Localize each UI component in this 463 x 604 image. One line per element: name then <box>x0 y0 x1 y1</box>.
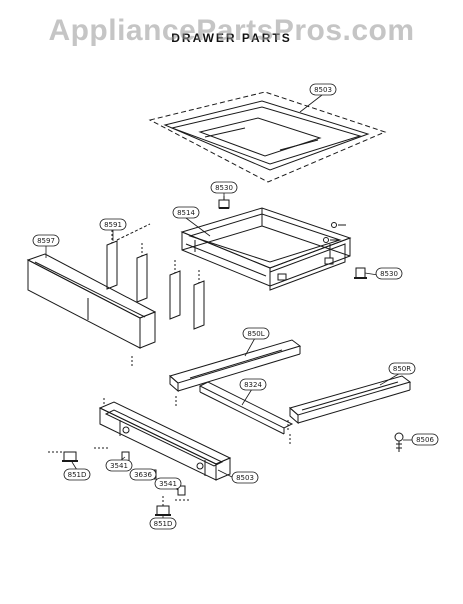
screw-part <box>394 432 404 452</box>
callout-labels: 8503 8530 8514 8591 8597 8530 850L 850R <box>32 83 439 530</box>
callout-bracket-set: 8591 <box>99 218 127 231</box>
callout-label-clip-top: 8530 <box>215 184 233 192</box>
callout-label-screw: 8506 <box>416 436 434 444</box>
callout-label-bracket-c: 3541 <box>159 480 177 488</box>
strip-part <box>198 381 294 446</box>
callout-bracket-c: 3541 <box>154 477 182 490</box>
callout-foot-bottom: 851D <box>149 517 177 530</box>
callout-front-panel: 8597 <box>32 234 60 247</box>
callout-label-clip-right: 8530 <box>380 270 398 278</box>
clip-top-part <box>218 196 230 209</box>
callout-label-bracket-b: 3636 <box>134 471 152 479</box>
foot-bottom-part <box>155 496 190 516</box>
callout-label-bottom-panel: 8503 <box>236 474 254 482</box>
callout-rail-left: 850L <box>242 327 270 340</box>
drawer-screws <box>323 222 346 243</box>
callout-label-strip: 8324 <box>244 381 262 389</box>
callout-label-drawer-body: 8514 <box>177 209 195 217</box>
callout-label-front-panel: 8597 <box>37 237 55 245</box>
top-panel-part <box>148 91 387 183</box>
callout-bottom-panel: 8503 <box>231 471 259 484</box>
foot-left-part <box>48 447 110 462</box>
bottom-panel-part <box>98 398 232 481</box>
callout-rail-right: 850R <box>388 362 416 375</box>
callout-label-foot-left: 851D <box>68 471 87 479</box>
callout-label-top-panel: 8503 <box>314 86 332 94</box>
callout-label-bracket-set: 8591 <box>104 221 122 229</box>
callout-label-bracket-a: 3541 <box>110 462 128 470</box>
callout-label-rail-left: 850L <box>247 330 264 338</box>
callout-strip: 8324 <box>239 378 267 391</box>
callout-bracket-a: 3541 <box>105 459 133 472</box>
callout-label-rail-right: 850R <box>393 365 411 373</box>
bracket-set-part <box>106 223 205 330</box>
rail-right-part <box>287 375 412 432</box>
rail-left-part <box>168 339 302 406</box>
front-panel-part <box>26 253 157 368</box>
callout-clip-right: 8530 <box>375 267 403 280</box>
callout-foot-left: 851D <box>63 468 91 481</box>
callout-clip-top: 8530 <box>210 181 238 194</box>
callout-label-foot-bottom: 851D <box>154 520 173 528</box>
callout-bracket-b: 3636 <box>129 468 157 481</box>
callout-screw: 8506 <box>411 433 439 446</box>
diagram-title: DRAWER PARTS <box>171 31 292 45</box>
callout-drawer-body: 8514 <box>172 206 200 219</box>
drawer-body-part <box>180 207 352 291</box>
leader-lines <box>45 94 416 520</box>
callout-top-panel: 8503 <box>309 83 337 96</box>
